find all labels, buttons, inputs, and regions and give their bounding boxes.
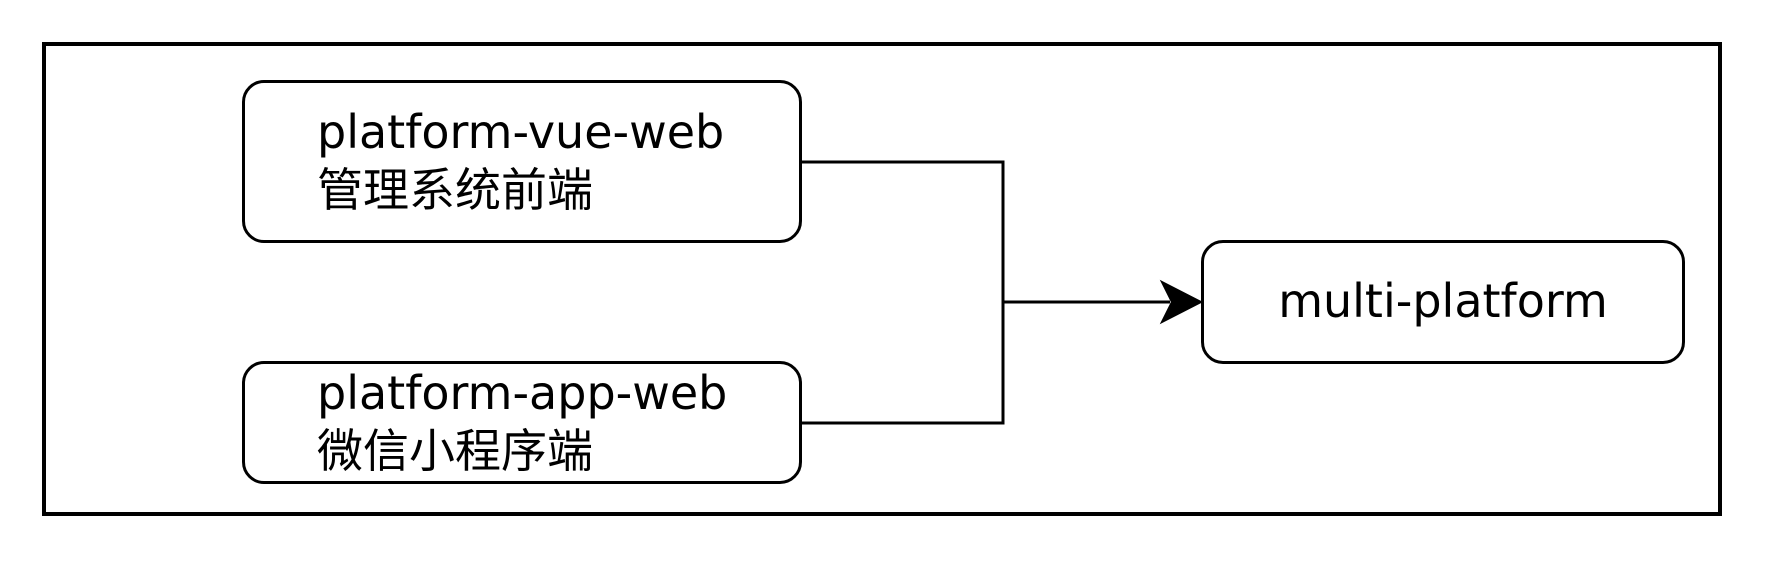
node-target-label: multi-platform xyxy=(1278,274,1608,329)
node-bottom-subtitle: 微信小程序端 xyxy=(317,423,593,478)
node-bottom-title: platform-app-web xyxy=(317,366,728,420)
node-top-title: platform-vue-web xyxy=(317,105,725,159)
node-top-subtitle: 管理系统前端 xyxy=(317,162,593,217)
diagram-frame xyxy=(42,42,1722,516)
node-platform-vue-web: platform-vue-web 管理系统前端 xyxy=(242,80,802,243)
node-multi-platform: multi-platform xyxy=(1201,240,1685,364)
node-platform-app-web: platform-app-web 微信小程序端 xyxy=(242,361,802,484)
